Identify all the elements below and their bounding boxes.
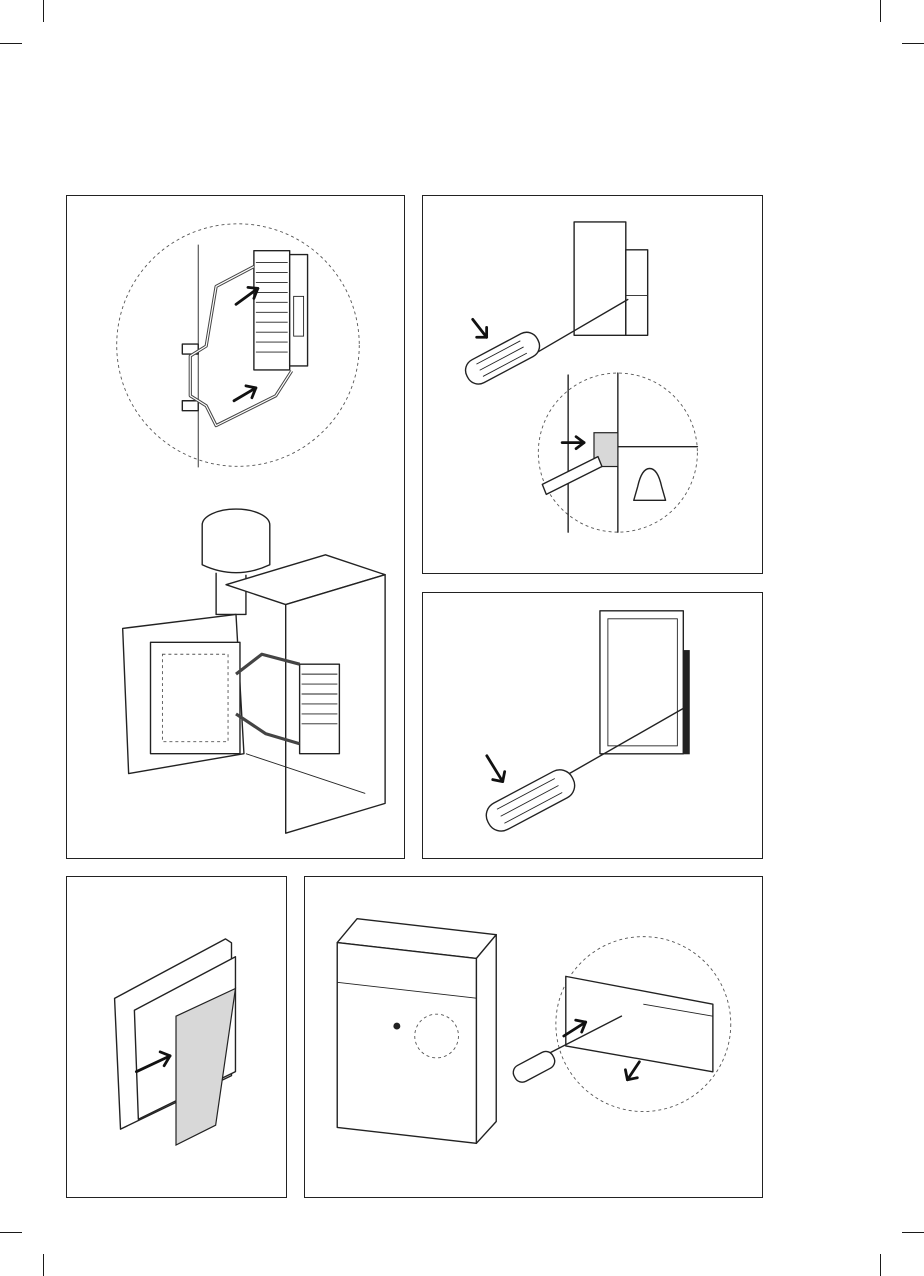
crop-mark (0, 1232, 22, 1233)
crop-mark (880, 0, 881, 22)
figure-panel-name-card (66, 876, 287, 1198)
figure-panel-wiring (66, 195, 405, 859)
wiring-illustration (67, 196, 404, 858)
crop-mark (902, 43, 924, 44)
name-card-illustration (67, 877, 286, 1197)
figure-panel-release-module (422, 195, 763, 574)
crop-mark (902, 1232, 924, 1233)
crop-mark (880, 1254, 881, 1276)
screwdriver-illustration (423, 593, 762, 858)
mailbox-icon (305, 877, 762, 1197)
figure-panel-mailbox (304, 876, 763, 1198)
crop-mark (43, 1254, 44, 1276)
figure-panel-release-frame (422, 592, 763, 859)
bell-icon (634, 469, 666, 501)
crop-mark (0, 43, 22, 44)
crop-mark (43, 0, 44, 22)
screwdriver-illustration (423, 196, 762, 573)
